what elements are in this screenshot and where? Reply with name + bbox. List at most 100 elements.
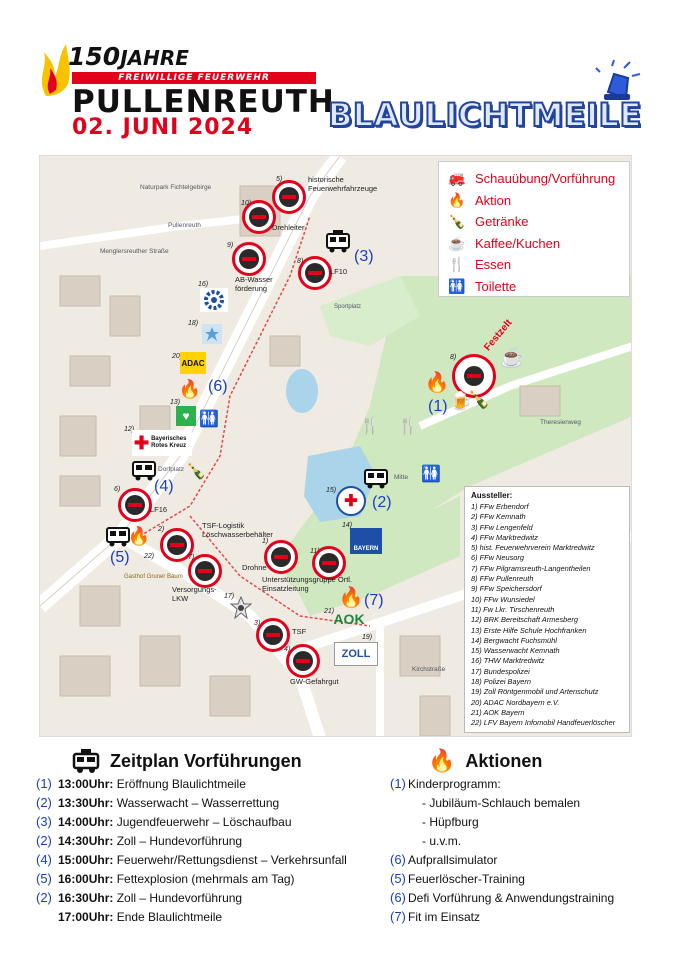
bottle-icon[interactable]: 🍾: [467, 388, 491, 409]
cutlery-icon: 🍴: [448, 256, 466, 273]
coffee-icon: ☕: [448, 234, 466, 251]
flame-icon: 🔥: [428, 748, 456, 773]
zoll-logo[interactable]: ZOLL: [334, 642, 378, 666]
exhibitor-item: 3) FFw Lengenfeld: [471, 522, 533, 532]
schedule-text: Zoll – Hundevorführung: [113, 890, 243, 905]
badge-emblem: [263, 625, 283, 645]
ff-badge[interactable]: [242, 200, 276, 234]
schedule-row: (4)15:00Uhr: Feuerwehr/Rettungsdienst – …: [36, 850, 396, 869]
schedule-time: 15:00Uhr:: [58, 852, 114, 867]
coffee-icon[interactable]: ☕: [499, 346, 525, 369]
station-label: GW-Gefahrgut: [290, 677, 339, 686]
ff-badge[interactable]: [264, 540, 298, 574]
legend-label: Toilette: [475, 278, 517, 294]
action-row: - Jubiläum-Schlauch bemalen: [390, 793, 670, 812]
exhibitor-item: 17) Bundespolizei: [471, 666, 530, 676]
action-ref-number: (6): [390, 852, 406, 867]
exhibitor-item: 15) Wasserwacht Kemnath: [471, 646, 560, 656]
flame-icon[interactable]: 🔥: [424, 371, 450, 394]
water-rescue-logo[interactable]: ✚: [336, 486, 366, 516]
ff-badge[interactable]: [286, 644, 320, 678]
schedule-ref-number: (6): [208, 378, 228, 395]
toilet-icon[interactable]: 🚻: [421, 466, 441, 483]
ff-badge[interactable]: [256, 618, 290, 652]
truck-icon: [106, 527, 130, 547]
thw-gear-icon[interactable]: [200, 288, 228, 312]
brk-logo[interactable]: ✚ Bayerisches Rotes Kreuz: [132, 430, 192, 456]
truck-icon[interactable]: [104, 522, 132, 550]
ff-badge[interactable]: [272, 180, 306, 214]
station-number: 2): [158, 526, 165, 533]
action-text: Aufprallsimulator: [408, 852, 498, 867]
schedule-ref-number: (5): [36, 871, 52, 886]
ff-badge[interactable]: [160, 528, 194, 562]
action-row: - u.v.m.: [390, 831, 670, 850]
legend-row-coffee: ☕Kaffee/Kuchen: [447, 233, 621, 255]
flame-icon[interactable]: 🔥: [338, 586, 364, 609]
station-number: 5): [276, 176, 283, 183]
ff-pullenreuth-badge[interactable]: [452, 354, 496, 398]
flame-icon[interactable]: 🔥: [178, 378, 202, 399]
schedule-ref-number: (3): [354, 248, 374, 265]
ff-badge[interactable]: [312, 546, 346, 580]
street-label: Naturpark Fichtelgebirge: [140, 184, 212, 191]
brk-name: Bayerisches Rotes Kreuz: [151, 436, 187, 449]
station-label: LF16: [150, 505, 168, 514]
schedule-heading: Zeitplan Vorführungen: [72, 748, 302, 774]
action-text: Fit im Einsatz: [408, 909, 481, 924]
flame-icon: 🔥: [448, 191, 466, 208]
legend-label: Essen: [475, 257, 512, 273]
federal-police-icon[interactable]: [230, 596, 252, 620]
action-text: Feuerlöscher-Training: [408, 871, 525, 886]
bottle-icon[interactable]: 🍾: [186, 463, 206, 480]
station-number: 21): [324, 608, 335, 615]
station-number: 8): [450, 354, 457, 361]
legend-label: Getränke: [475, 214, 529, 230]
legend-row-food: 🍴 Essen: [447, 254, 621, 276]
truck-icon[interactable]: [324, 228, 352, 256]
ff-badge[interactable]: [232, 242, 266, 276]
flame-icon[interactable]: 🔥: [127, 525, 151, 546]
ff-badge[interactable]: [298, 256, 332, 290]
badge-emblem: [239, 249, 259, 269]
exhibitor-item: 7) FFw Pilgramsreuth-Langentheilen: [471, 563, 591, 573]
toilet-icon: 🚻: [448, 277, 466, 294]
action-row: (6)Defi Vorführung & Anwendungstraining: [390, 888, 670, 907]
defibrillator-icon[interactable]: ♥: [176, 406, 196, 426]
ff-badge[interactable]: [188, 554, 222, 588]
station-number: 7): [188, 554, 195, 561]
aok-logo[interactable]: AOK: [333, 611, 365, 627]
schedule-ref-number: (2): [36, 795, 52, 810]
ff-badge[interactable]: [118, 488, 152, 522]
schedule-text: Feuerwehr/Rettungsdienst – Verkehrsunfal…: [113, 852, 347, 867]
beer-icon[interactable]: 🍺: [449, 390, 473, 411]
exhibitor-item: 5) hist. Feuerwehrverein Marktredwitz: [471, 543, 595, 553]
street-label: Theresienweg: [540, 419, 581, 426]
exhibitor-item: 6) FFw Neusorg: [471, 553, 524, 563]
schedule-time: 16:00Uhr:: [58, 871, 114, 886]
truck-icon[interactable]: [362, 464, 390, 492]
exhibitor-item: 21) AOK Bayern: [471, 707, 525, 717]
bottle-icon: 🍾: [448, 213, 466, 230]
bergwacht-logo[interactable]: BAYERN: [350, 528, 382, 554]
exhibitor-item: 8) FFw Pullenreuth: [471, 574, 534, 584]
badge-emblem: [319, 553, 339, 573]
schedule-ref-number: (1): [428, 398, 448, 415]
street-label: Pullenreuth: [168, 222, 201, 229]
schedule-ref-number: (1): [36, 776, 52, 791]
adac-logo[interactable]: ADAC: [180, 352, 206, 374]
map-legend: 🚒Schauübung/Vorführung 🔥Aktion 🍾Getränke…: [438, 161, 630, 297]
toilet-icon[interactable]: 🚻: [199, 411, 219, 428]
station-number: 13): [170, 399, 181, 406]
station-number: 20): [172, 353, 183, 360]
police-bavaria-icon[interactable]: [202, 324, 222, 344]
exhibitor-item: 20) ADAC Nordbayern e.V.: [471, 697, 560, 707]
actions-title: Aktionen: [465, 750, 543, 771]
station-number: 12): [124, 426, 135, 433]
cutlery-icon[interactable]: 🍴: [398, 418, 418, 435]
station-label: LF10: [330, 267, 348, 276]
exhibitor-item: 14) Bergwacht Fuchsmühl: [471, 635, 557, 645]
cutlery-icon[interactable]: 🍴: [360, 418, 380, 435]
truck-icon[interactable]: [130, 456, 158, 484]
